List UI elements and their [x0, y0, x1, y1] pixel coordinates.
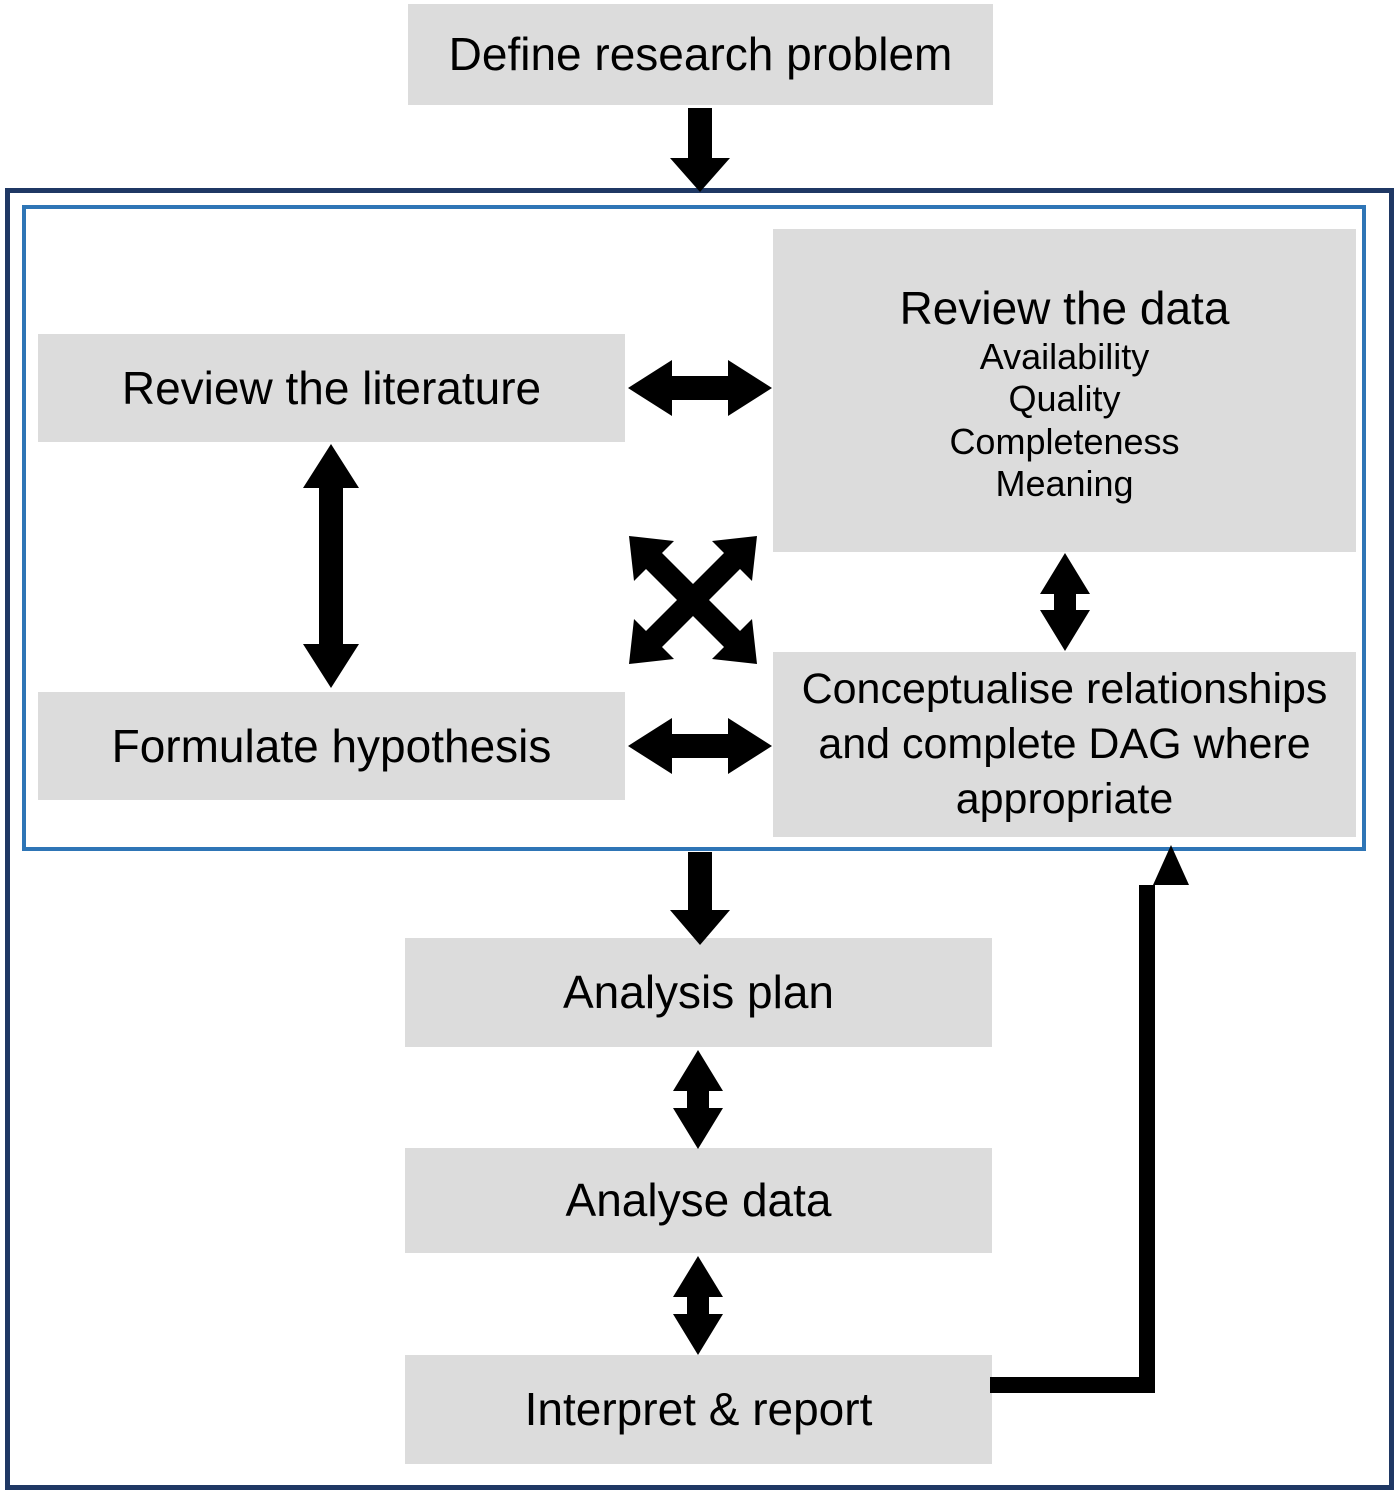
- box-review-the-literature[interactable]: Review the literature: [38, 334, 625, 442]
- review-data-item-availability: Availability: [979, 335, 1150, 377]
- review-data-item-meaning: Meaning: [995, 463, 1134, 505]
- arrow-define-to-group: [670, 108, 730, 192]
- review-data-item-quality: Quality: [1008, 378, 1121, 420]
- box-formulate-hypothesis[interactable]: Formulate hypothesis: [38, 692, 625, 800]
- review-data-item-completeness: Completeness: [949, 420, 1180, 462]
- box-analyse-data[interactable]: Analyse data: [405, 1148, 992, 1253]
- box-interpret-and-report[interactable]: Interpret & report: [405, 1355, 992, 1464]
- box-define-research-problem[interactable]: Define research problem: [408, 4, 993, 105]
- box-analysis-plan[interactable]: Analysis plan: [405, 938, 992, 1047]
- box-review-the-data[interactable]: Review the data Availability Quality Com…: [773, 229, 1356, 552]
- box-label: Analysis plan: [562, 966, 835, 1019]
- box-label: Formulate hypothesis: [111, 719, 552, 772]
- box-label: Analyse data: [565, 1174, 832, 1227]
- framed-group-inner-border: [22, 205, 1366, 851]
- box-label: Define research problem: [448, 28, 953, 81]
- box-label: Review the literature: [121, 361, 542, 414]
- review-data-heading: Review the data: [899, 282, 1230, 335]
- box-label: Interpret & report: [524, 1383, 873, 1436]
- box-label: Conceptualise relationships and complete…: [801, 664, 1328, 824]
- box-conceptualise-relationships[interactable]: Conceptualise relationships and complete…: [773, 652, 1356, 837]
